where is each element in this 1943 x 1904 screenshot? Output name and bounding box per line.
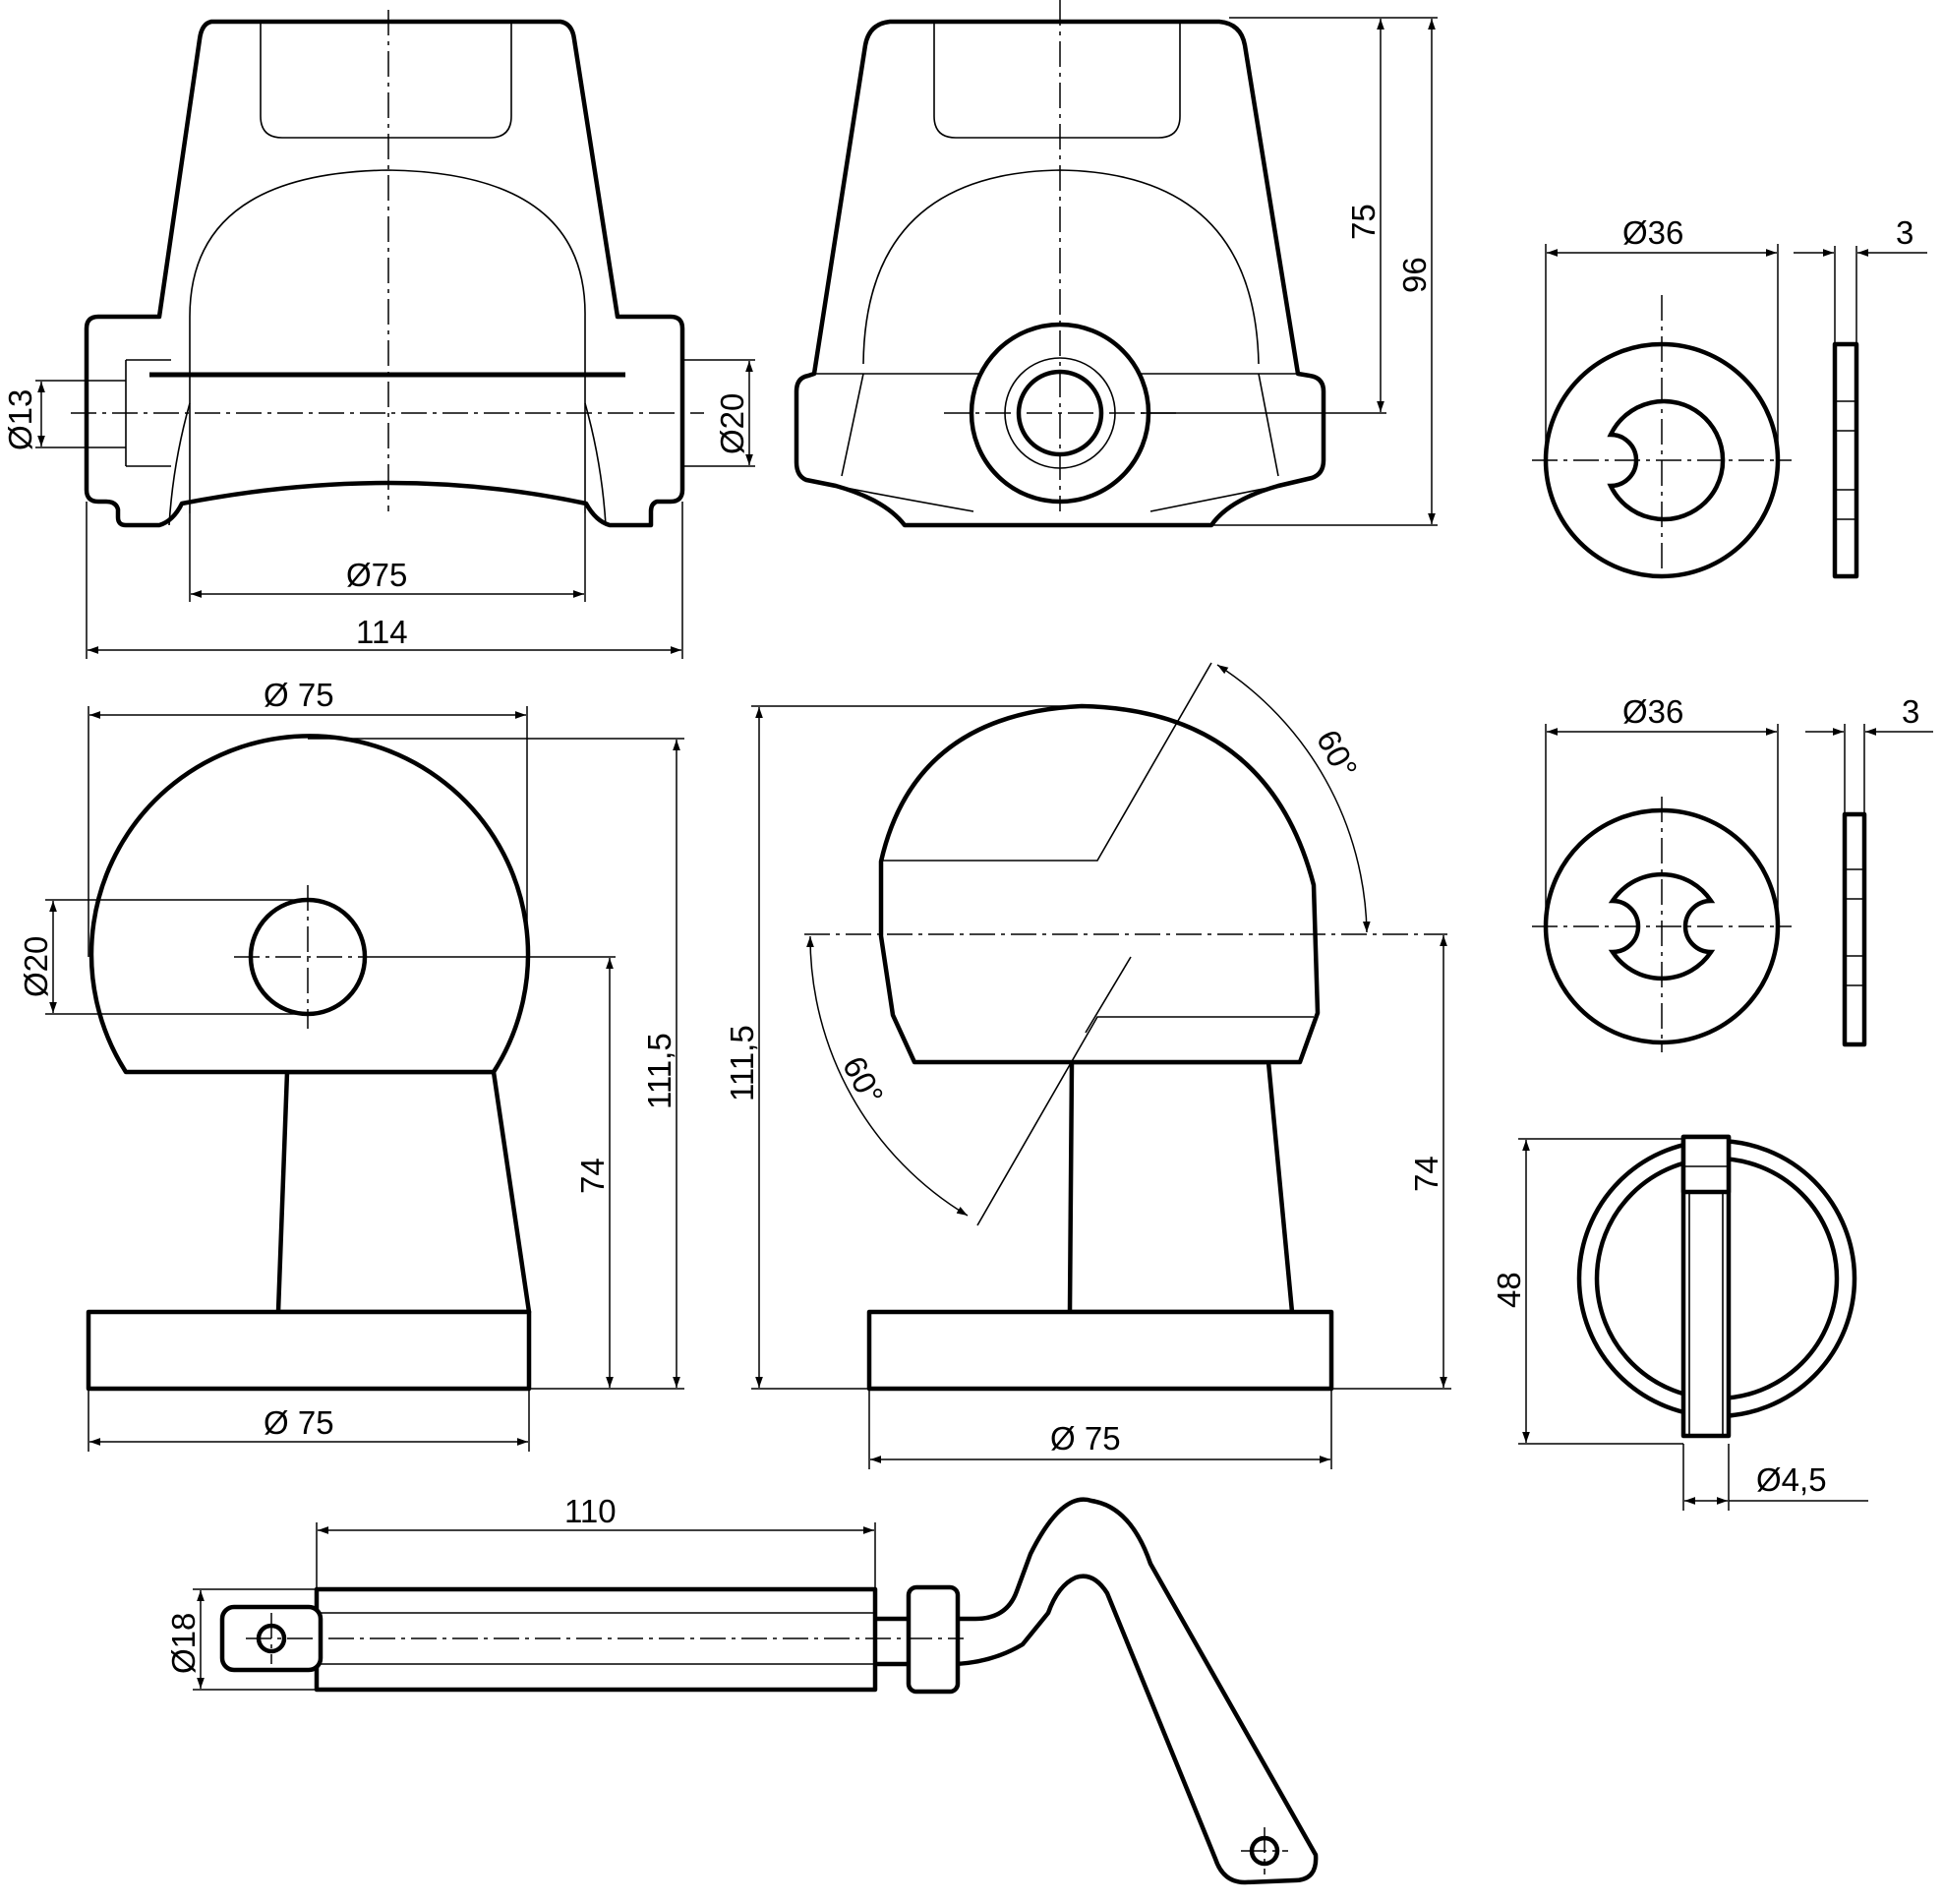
- dim-110-text: 110: [564, 1493, 617, 1529]
- dim-20b-text: Ø20: [18, 936, 54, 997]
- dim-75a-text: Ø75: [346, 557, 407, 593]
- clamp-window: [260, 22, 512, 139]
- washer-double-notch: Ø36 3: [1532, 693, 1933, 1052]
- washer1-edge-lines: [1835, 400, 1856, 520]
- crank-handle: 110 Ø18: [165, 1493, 1319, 1885]
- dim-74b-text: 74: [1408, 1156, 1444, 1192]
- dim-1115a-text: 111,5: [641, 1033, 677, 1109]
- washer2-edge-view: [1842, 811, 1867, 1047]
- dim-75base2-text: Ø 75: [1050, 1420, 1121, 1457]
- dim-18-text: Ø18: [165, 1613, 202, 1674]
- clamp-arc: [189, 169, 586, 513]
- knob-base: [86, 1309, 532, 1392]
- crank-collar: [906, 1584, 961, 1695]
- washer-single-notch: Ø36 3: [1532, 214, 1927, 580]
- dim-36b-text: Ø36: [1622, 693, 1683, 730]
- washer1-inner: [1607, 398, 1726, 522]
- dim-96-text: 96: [1396, 257, 1433, 293]
- dim-13-text: Ø13: [2, 389, 38, 450]
- dim-48-text: 48: [1491, 1272, 1527, 1308]
- section-center-axis: [1085, 956, 1132, 1034]
- clamp-arc-flank-right: [584, 402, 607, 526]
- side-flank-left: [835, 373, 974, 512]
- section-cut-bottom: [976, 1016, 1314, 1226]
- section-base: [866, 1309, 1334, 1392]
- washer2-edge-lines: [1845, 868, 1864, 986]
- dim-3b-text: 3: [1902, 693, 1919, 730]
- clamp-body-outline: [84, 19, 685, 528]
- knob-stem: [275, 1069, 532, 1315]
- angle-bottom-text: 60°: [836, 1050, 891, 1110]
- dim-3a-text: 3: [1896, 214, 1914, 251]
- pin-collar: [1680, 1134, 1732, 1195]
- knob-front-view: Ø 75 Ø20 74 111,5 Ø 75: [18, 677, 684, 1452]
- pin-shaft-lines: [1688, 1192, 1724, 1438]
- washer1-edge-view: [1832, 341, 1859, 579]
- section-cut-top: [881, 662, 1212, 862]
- crank-grip-lines: [317, 1612, 875, 1665]
- dim-74a-text: 74: [574, 1158, 611, 1194]
- dim-45-text: Ø4,5: [1756, 1461, 1827, 1498]
- washer2-inner: [1608, 871, 1716, 982]
- dim-75base-text: Ø 75: [264, 1404, 334, 1441]
- clamp-side-view: 75 96: [794, 0, 1438, 528]
- crank-grip: [314, 1586, 878, 1693]
- clamp-front-view: Ø13 Ø20 Ø75 114: [2, 10, 755, 659]
- knob-section-view: 60° 60° 111,5 74 Ø 75: [724, 662, 1451, 1469]
- side-flank-right: [1149, 373, 1279, 512]
- dim-75top-text: Ø 75: [264, 677, 334, 713]
- ring-pin: 48 Ø4,5: [1491, 1134, 1868, 1511]
- angle-arc-bottom: [806, 935, 969, 1217]
- section-stem: [1067, 1059, 1295, 1315]
- dim-36a-text: Ø36: [1622, 214, 1683, 251]
- dim-75-text: 75: [1345, 204, 1382, 240]
- crank-arm: [951, 1497, 1319, 1885]
- clamp-arc-flank-left: [168, 402, 191, 526]
- dim-114-text: 114: [356, 614, 408, 650]
- dim-20-text: Ø20: [714, 393, 750, 454]
- knob-head: [88, 734, 531, 1075]
- angle-top-text: 60°: [1310, 724, 1365, 784]
- side-window: [933, 22, 1181, 139]
- dim-1115b-text: 111,5: [724, 1025, 760, 1101]
- angle-arc-top: [1216, 664, 1371, 933]
